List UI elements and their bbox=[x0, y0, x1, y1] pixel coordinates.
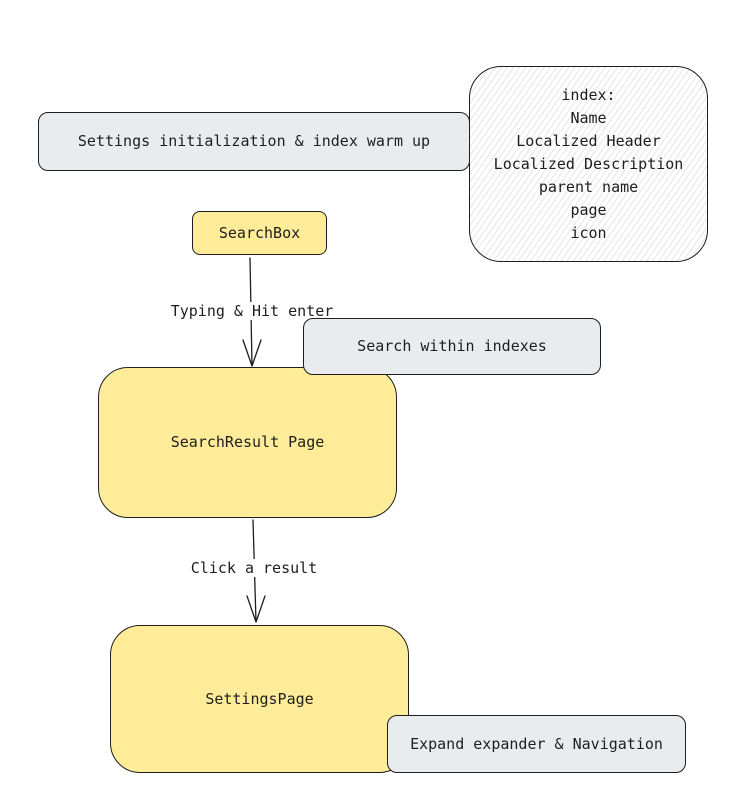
expand-nav-node: Expand expander & Navigation bbox=[387, 715, 686, 773]
index-line: Localized Description bbox=[493, 154, 684, 173]
search-result-page-node: SearchResult Page bbox=[98, 367, 397, 518]
searchbox-label: SearchBox bbox=[218, 223, 301, 242]
edge-label-click: Click a result bbox=[188, 559, 320, 577]
edge-label-typing: Typing & Hit enter bbox=[168, 302, 336, 320]
settings-page-label: SettingsPage bbox=[205, 689, 314, 708]
search-within-label: Search within indexes bbox=[357, 337, 547, 355]
index-line: Name bbox=[570, 108, 607, 127]
index-line: icon bbox=[570, 223, 607, 242]
index-line: parent name bbox=[538, 177, 639, 196]
index-line: page bbox=[570, 200, 607, 219]
index-node: index: Name Localized Header Localized D… bbox=[469, 66, 708, 262]
settings-init-node: Settings initialization & index warm up bbox=[38, 112, 470, 171]
settings-init-label: Settings initialization & index warm up bbox=[77, 132, 431, 150]
expand-nav-label: Expand expander & Navigation bbox=[410, 734, 663, 753]
searchbox-node: SearchBox bbox=[192, 211, 327, 255]
search-within-node: Search within indexes bbox=[303, 318, 601, 375]
index-line: index: bbox=[561, 85, 616, 104]
settings-page-node: SettingsPage bbox=[110, 625, 409, 773]
index-line: Localized Header bbox=[516, 131, 661, 150]
search-result-page-label: SearchResult Page bbox=[170, 433, 325, 451]
